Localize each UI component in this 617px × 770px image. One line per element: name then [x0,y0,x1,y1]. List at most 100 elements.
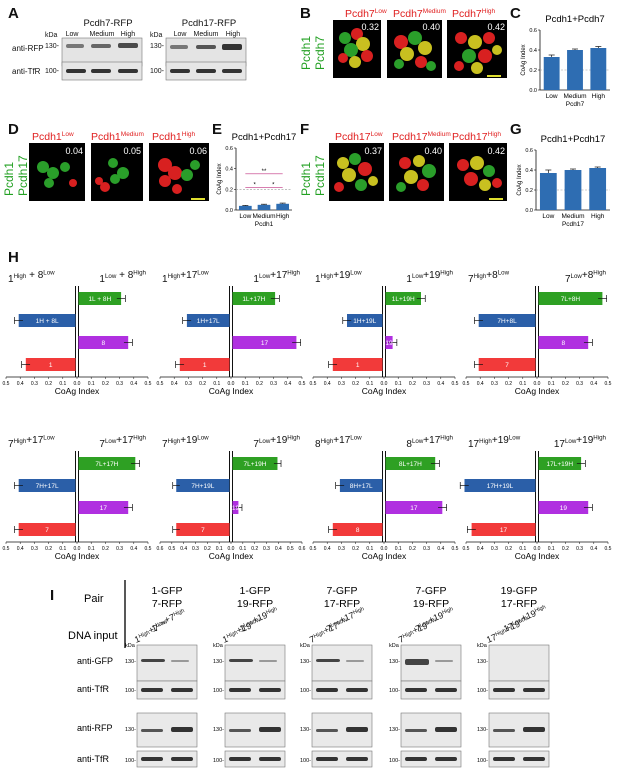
panel-label-f: F [300,121,309,138]
marker-130: 130- [45,43,60,50]
h-x-tick-label: 0.5 [463,546,470,552]
blot-band [229,729,251,732]
h-bar-label: 7 [45,527,49,534]
h-x-tick-label: 0.5 [3,546,10,552]
h-x-tick-label: 0.5 [605,381,612,387]
blot-marker: 100- [300,758,311,764]
h-bar-label: 19 [385,340,393,347]
h-x-tick-label: 0.2 [562,546,569,552]
blot-band [141,729,163,732]
h-bar [25,358,76,371]
h-x-tick-label: 0.0 [74,546,81,552]
blot-band [346,688,368,692]
dna-input-2: 1Low+7High [149,608,188,634]
h-x-tick-label: 0.3 [185,381,192,387]
blot-band [229,688,251,692]
h-x-tick-label: 0.4 [180,546,187,552]
h-x-tick-label: 0.3 [31,546,38,552]
h-bar-label: 8L+17H [399,461,422,468]
h-x-tick-label: 0.2 [409,381,416,387]
h-x-axis-label: CoAg Index [209,386,254,396]
micro-image-b3 [447,20,507,78]
h-x-tick-label: 0.2 [251,546,258,552]
h-x-tick-label: 0.0 [74,381,81,387]
h-bar [478,314,536,327]
coag-value: 0.04 [65,146,83,156]
h-bar-label: 17L+19H [547,461,574,468]
blot-marker: 100- [125,758,136,764]
blot-marker: 100- [213,758,224,764]
coag-value: 0.42 [487,22,505,32]
blot-marker: 100- [477,758,488,764]
ylabel-pcdh17: Pcdh17 [16,155,30,196]
blot-band [346,660,364,662]
h-left-title: 1High + 8Low [8,269,55,285]
row-label-anti-rfp: anti-RFP [12,44,44,53]
kda-label: kDa [45,32,58,39]
coag-value: 0.40 [422,22,440,32]
blot-strip [311,644,373,682]
h-x-tick-label: 0.4 [590,381,597,387]
h-x-axis-label: CoAg Index [515,386,560,396]
h-bar-label: 7H+8L [497,318,517,325]
bar [543,57,560,90]
h-x-tick-label: 0.5 [463,381,470,387]
h-x-tick-label: 0.3 [31,381,38,387]
marker-100: 100- [45,68,60,75]
blot-marker: 130- [477,727,488,733]
h-bar [186,314,230,327]
blot-marker: 130- [300,659,311,665]
h-bar-label: 17H+19L [487,483,514,490]
blot-strip [400,680,462,700]
h-bar [232,336,297,349]
h-bar [385,501,443,514]
blot-band [171,688,193,692]
h-x-tick-label: 0.1 [216,546,223,552]
h-x-tick-label: 0.5 [605,546,612,552]
ylabel-pcdh1: Pcdh1 [2,162,16,196]
y-tick-label: 0.6 [225,146,233,152]
blot-row-label: anti-GFP [77,656,113,666]
image-title: Pcdh17High [452,131,501,143]
h-bar-label: 1 [49,362,53,369]
pair-top: 7-GFP [327,585,358,597]
blot-pair: 7-GFP19-RFP7High+19Low7Low+19HighkDa130-… [389,585,462,768]
y-axis-label: CoAg Index [517,164,523,195]
blot-marker: 100- [389,758,400,764]
blot-strip [488,750,550,768]
blot-pair: 19-GFP17-RFP17High+19Low17Low+19HighkDa1… [477,585,550,768]
h-right-title: 8Low+17High [406,434,453,450]
x-tick-label: High [276,213,290,220]
h-bar-label: 1 [203,362,207,369]
h-x-tick-label: 0.1 [519,381,526,387]
x-axis-label: Pcdh7 [566,101,585,108]
blot-rfp-pcdh17 [165,37,247,67]
x-axis-label: Pcdh1 [255,221,274,228]
h-x-axis-label: CoAg Index [55,386,100,396]
h-x-tick-label: 0.3 [338,381,345,387]
h-bar-label: 8H+17L [350,483,373,490]
h-left-title: 7High+17Low [8,434,55,450]
h-bar [18,523,76,536]
x-tick-label: Medium [252,213,275,220]
h-bar [232,292,276,305]
h-bar [538,457,582,470]
h-x-tick-label: 0.2 [102,546,109,552]
x-axis-label: Pcdh17 [562,221,584,228]
blot-strip [488,680,550,700]
h-x-tick-label: 0.5 [287,546,294,552]
h-x-axis-label: CoAg Index [209,551,254,561]
coag-value: 0.37 [364,146,382,156]
h-x-tick-label: 0.3 [491,381,498,387]
micro-image-d2 [91,143,143,201]
kda-label: kDa [389,643,400,649]
h-x-tick-label: 0.3 [116,381,123,387]
y-tick-label: 0.6 [529,28,537,34]
h-right-title: 1Low + 8High [99,269,146,285]
h-bar [78,501,129,514]
blot-band [259,688,281,692]
blot-strip [224,680,286,700]
